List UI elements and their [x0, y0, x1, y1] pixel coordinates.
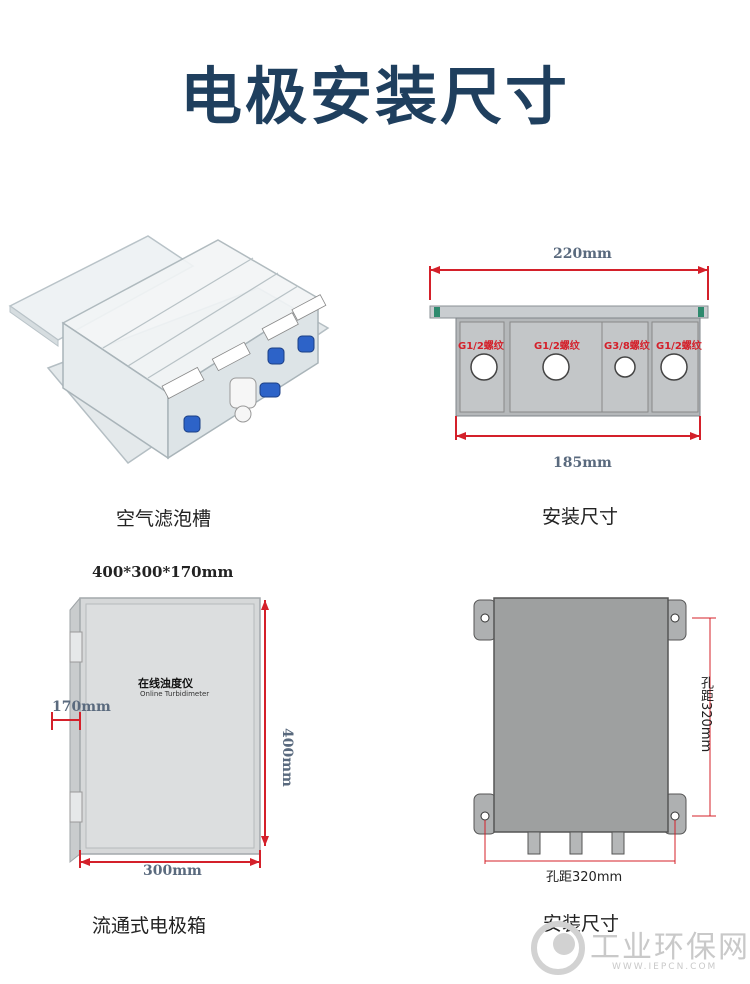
hole-spacing-vertical: 孔距320mm — [698, 676, 713, 753]
watermark-name: 工业环保网 — [590, 930, 750, 965]
air-tank-caption: 空气滤泡槽 — [116, 508, 212, 530]
box-title: 在线浊度仪 — [138, 677, 193, 690]
install-top-drawing — [420, 240, 720, 480]
watermark-logo-icon — [530, 918, 590, 978]
width-bottom-label: 185mm — [553, 455, 612, 471]
box-size-label: 400*300*170mm — [92, 563, 234, 581]
install-bottom-drawing — [470, 596, 720, 866]
thread-label-3: G3/8螺纹 — [604, 341, 650, 352]
box-subtitle: Online Turbidimeter — [140, 690, 210, 698]
air-tank-image — [8, 228, 338, 478]
install-bottom-caption: 安装尺寸 — [543, 913, 620, 935]
page-title: 电极安装尺寸 — [179, 60, 570, 133]
box-depth-label: 170mm — [52, 699, 111, 715]
flow-box-caption: 流通式电极箱 — [92, 915, 207, 937]
hole-spacing-horizontal: 孔距320mm — [546, 870, 623, 885]
box-height-label: 400mm — [279, 728, 295, 787]
watermark-url: WWW.IEPCN.COM — [612, 962, 718, 972]
thread-label-1: G1/2螺纹 — [458, 341, 504, 352]
flow-box-image — [50, 592, 290, 888]
thread-label-2: G1/2螺纹 — [534, 341, 580, 352]
width-top-label: 220mm — [553, 246, 612, 262]
thread-label-4: G1/2螺纹 — [656, 341, 702, 352]
install-top-caption: 安装尺寸 — [542, 506, 619, 528]
box-width-label: 300mm — [143, 863, 202, 879]
